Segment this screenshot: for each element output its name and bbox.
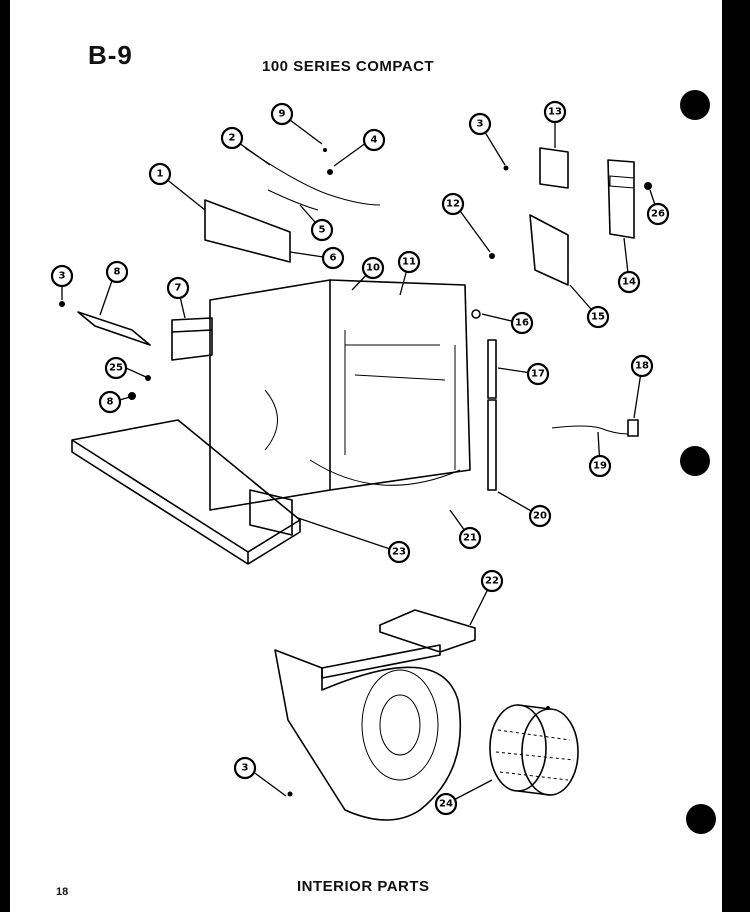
callout: 3: [233, 756, 257, 780]
page-number: 18: [56, 886, 69, 898]
svg-text:19: 19: [593, 461, 607, 472]
callout: 9: [270, 102, 294, 126]
part-22-support: [379, 609, 476, 653]
callout: 11: [397, 250, 421, 274]
part-15-control-box: [529, 214, 569, 286]
svg-text:10: 10: [366, 263, 380, 274]
svg-text:3: 3: [477, 119, 484, 130]
part-24-blower-wheel: [489, 704, 579, 796]
blower-scroll: [274, 649, 462, 821]
svg-text:22: 22: [485, 576, 499, 587]
svg-text:6: 6: [330, 253, 337, 264]
fasteners: [59, 148, 652, 797]
part-1-panel: [204, 199, 291, 263]
leader-lines: [61, 112, 659, 805]
section-caption: INTERIOR PARTS: [297, 878, 430, 895]
callout: 7: [166, 276, 190, 300]
callout: 1: [148, 162, 172, 186]
svg-text:15: 15: [591, 312, 605, 323]
callout: 10: [361, 256, 385, 280]
callout: 20: [528, 504, 552, 528]
callout: 17: [526, 362, 550, 386]
svg-text:1: 1: [157, 169, 164, 180]
svg-text:14: 14: [622, 277, 636, 288]
svg-text:8: 8: [107, 397, 114, 408]
callout: 6: [321, 246, 345, 270]
callout: 16: [510, 311, 534, 335]
callout: 8: [98, 390, 122, 414]
scroll-housing: [209, 279, 471, 536]
svg-text:5: 5: [319, 225, 326, 236]
callout: 19: [588, 454, 612, 478]
callout: 2: [220, 126, 244, 150]
callout: 4: [362, 128, 386, 152]
svg-text:26: 26: [651, 209, 665, 220]
svg-text:23: 23: [392, 547, 406, 558]
callout: 21: [458, 526, 482, 550]
binder-hole-bottom: [686, 804, 716, 834]
svg-text:8: 8: [114, 267, 121, 278]
page-id: B-9: [88, 40, 133, 70]
svg-text:4: 4: [371, 135, 378, 146]
part-19-cable: [551, 425, 629, 435]
part-5-cord: [267, 189, 319, 211]
svg-text:18: 18: [635, 361, 649, 372]
svg-text:3: 3: [59, 271, 66, 282]
svg-text:20: 20: [533, 511, 547, 522]
callout: 12: [441, 192, 465, 216]
callout: 3: [468, 112, 492, 136]
callout: 25: [104, 356, 128, 380]
binder-hole-middle: [680, 446, 710, 476]
svg-text:12: 12: [446, 199, 460, 210]
callout: 5: [310, 218, 334, 242]
svg-text:24: 24: [439, 799, 453, 810]
svg-text:7: 7: [175, 283, 182, 294]
series-title: 100 SERIES COMPACT: [262, 58, 435, 75]
part-20-strip: [487, 399, 497, 491]
svg-text:9: 9: [279, 109, 286, 120]
part-18-clip: [627, 419, 639, 437]
svg-text:13: 13: [548, 107, 562, 118]
part-14-thermostat: [607, 159, 635, 239]
base-pan: [71, 419, 301, 565]
binder-hole-top: [680, 90, 710, 120]
callout: 14: [617, 270, 641, 294]
callout: 18: [630, 354, 654, 378]
svg-text:3: 3: [242, 763, 249, 774]
part-17-strip: [487, 339, 497, 399]
svg-text:17: 17: [531, 369, 545, 380]
svg-text:25: 25: [109, 363, 123, 374]
svg-text:2: 2: [229, 133, 236, 144]
callout: 13: [543, 100, 567, 124]
callout: 8: [105, 260, 129, 284]
callout: 3: [50, 264, 74, 288]
callout: 24: [434, 792, 458, 816]
part-2-cord: [244, 147, 381, 206]
svg-text:21: 21: [463, 533, 477, 544]
part-7-bracket: [171, 317, 213, 361]
callout: 22: [480, 569, 504, 593]
part-13-bracket: [539, 147, 569, 189]
callout: 26: [646, 202, 670, 226]
callout: 23: [387, 540, 411, 564]
part-8-bracket: [77, 311, 151, 346]
svg-text:16: 16: [515, 318, 529, 329]
callout: 15: [586, 305, 610, 329]
svg-text:11: 11: [402, 257, 416, 268]
